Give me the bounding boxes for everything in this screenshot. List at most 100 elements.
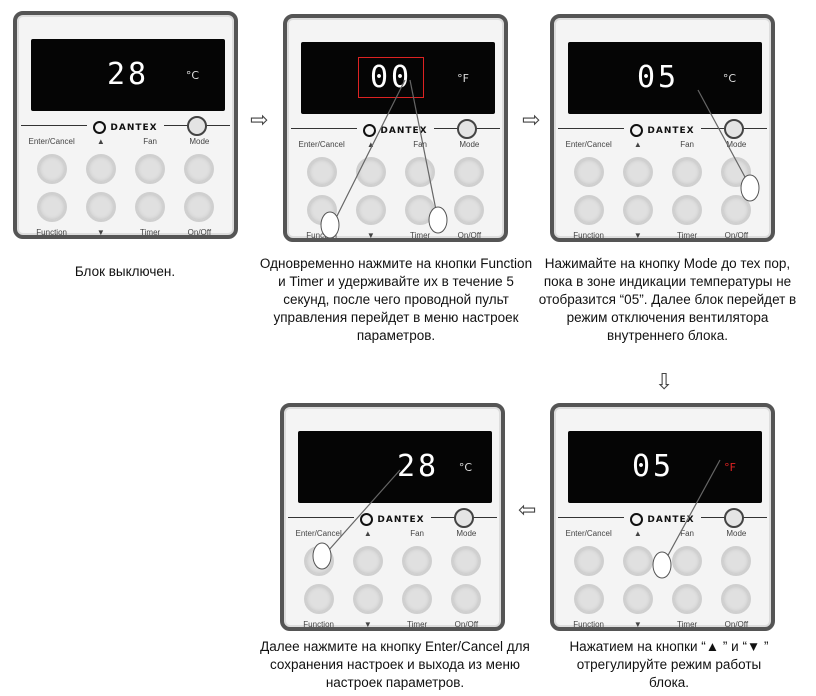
enter-cancel-button[interactable] bbox=[303, 546, 334, 576]
temperature-display: 28 bbox=[396, 449, 440, 484]
label-mode: Mode bbox=[189, 137, 210, 146]
button-grid: Enter/Cancel ▲ Fan Mode Function ▼ Timer… bbox=[297, 140, 494, 242]
label-down: ▼ bbox=[633, 231, 642, 240]
lcd-screen: 05 °F bbox=[568, 431, 762, 503]
on-off-button[interactable] bbox=[184, 192, 215, 222]
function-button[interactable] bbox=[573, 584, 604, 614]
label-on-off: On/Off bbox=[187, 228, 212, 237]
label-on-off: On/Off bbox=[454, 620, 479, 629]
arrow-left-icon: ⇦ bbox=[518, 498, 537, 523]
function-button[interactable] bbox=[36, 192, 67, 222]
down-button[interactable] bbox=[355, 195, 386, 225]
label-mode: Mode bbox=[459, 140, 480, 149]
label-fan: Fan bbox=[143, 137, 158, 146]
mode-button[interactable] bbox=[721, 546, 752, 576]
up-button[interactable] bbox=[352, 546, 383, 576]
mode-button[interactable] bbox=[454, 157, 485, 187]
temperature-display: 00 bbox=[358, 57, 424, 98]
label-enter-cancel: Enter/Cancel bbox=[295, 529, 342, 538]
unit-indicator: °F bbox=[724, 461, 736, 474]
label-enter-cancel: Enter/Cancel bbox=[298, 140, 345, 149]
up-button[interactable] bbox=[355, 157, 386, 187]
on-off-button[interactable] bbox=[451, 584, 482, 614]
label-function: Function bbox=[303, 620, 334, 629]
caption-step-2: Одновременно нажмите на кнопки Function … bbox=[259, 256, 533, 343]
lcd-screen: 28 °C bbox=[31, 39, 225, 111]
fan-button[interactable] bbox=[405, 157, 436, 187]
label-down: ▼ bbox=[633, 620, 642, 629]
fan-button[interactable] bbox=[135, 154, 166, 184]
enter-cancel-button[interactable] bbox=[573, 157, 604, 187]
mode-button[interactable] bbox=[184, 154, 215, 184]
caption-step-1: Блок выключен. bbox=[74, 264, 176, 279]
button-grid: Enter/Cancel ▲ Fan Mode Function ▼ Timer… bbox=[564, 529, 761, 631]
temperature-display: 05 bbox=[636, 60, 680, 95]
remote-panel-adjust: 05 °F DANTEX Enter/Cancel ▲ Fan Mode Fun… bbox=[550, 403, 775, 631]
remote-panel-save: 28 °C DANTEX Enter/Cancel ▲ Fan Mode Fun… bbox=[280, 403, 505, 631]
timer-button[interactable] bbox=[672, 584, 703, 614]
caption-step-3: Нажимайте на кнопку Mode до тех пор, пок… bbox=[538, 256, 797, 343]
arrow-right-icon: ⇨ bbox=[522, 108, 541, 133]
on-off-button[interactable] bbox=[721, 195, 752, 225]
mode-ring-icon bbox=[187, 116, 207, 136]
label-up: ▲ bbox=[633, 529, 642, 538]
enter-cancel-button[interactable] bbox=[36, 154, 67, 184]
remote-panel-function-timer: 00 °F DANTEX Enter/Cancel ▲ Fan Mode Fun… bbox=[283, 14, 508, 242]
arrow-right-icon: ⇨ bbox=[250, 108, 269, 133]
label-function: Function bbox=[573, 620, 604, 629]
on-off-button[interactable] bbox=[454, 195, 485, 225]
label-timer: Timer bbox=[407, 620, 428, 629]
enter-cancel-button[interactable] bbox=[306, 157, 337, 187]
function-button[interactable] bbox=[303, 584, 334, 614]
timer-button[interactable] bbox=[405, 195, 436, 225]
fan-button[interactable] bbox=[672, 546, 703, 576]
temperature-display: 28 bbox=[106, 57, 150, 92]
unit-indicator: °C bbox=[185, 69, 199, 82]
label-function: Function bbox=[36, 228, 67, 237]
mode-ring-icon bbox=[724, 508, 744, 528]
mode-ring-icon bbox=[454, 508, 474, 528]
mode-button[interactable] bbox=[721, 157, 752, 187]
button-grid: Enter/Cancel ▲ Fan Mode Function ▼ Timer… bbox=[564, 140, 761, 242]
mode-button[interactable] bbox=[451, 546, 482, 576]
label-fan: Fan bbox=[413, 140, 428, 149]
label-enter-cancel: Enter/Cancel bbox=[565, 529, 612, 538]
label-mode: Mode bbox=[726, 529, 747, 538]
function-button[interactable] bbox=[306, 195, 337, 225]
down-button[interactable] bbox=[622, 584, 653, 614]
label-enter-cancel: Enter/Cancel bbox=[565, 140, 612, 149]
label-down: ▼ bbox=[366, 231, 375, 240]
button-grid: Enter/Cancel ▲ Fan Mode Function ▼ Timer… bbox=[27, 137, 224, 239]
unit-indicator: °C bbox=[722, 72, 736, 85]
caption-step-4: Нажатием на кнопки “▲ ” и “▼ ” отрегулир… bbox=[569, 639, 769, 690]
mode-ring-icon bbox=[457, 119, 477, 139]
unit-indicator: °C bbox=[458, 461, 472, 474]
function-button[interactable] bbox=[573, 195, 604, 225]
label-function: Function bbox=[306, 231, 337, 240]
remote-panel-off: 28 °C DANTEX Enter/Cancel ▲ Fan Mode Fun… bbox=[13, 11, 238, 239]
down-button[interactable] bbox=[85, 192, 116, 222]
label-up: ▲ bbox=[96, 137, 105, 146]
up-button[interactable] bbox=[622, 546, 653, 576]
fan-button[interactable] bbox=[672, 157, 703, 187]
label-function: Function bbox=[573, 231, 604, 240]
unit-indicator: °F bbox=[457, 72, 469, 85]
lcd-screen: 28 °C bbox=[298, 431, 492, 503]
down-button[interactable] bbox=[622, 195, 653, 225]
label-up: ▲ bbox=[363, 529, 372, 538]
label-on-off: On/Off bbox=[724, 231, 749, 240]
enter-cancel-button[interactable] bbox=[573, 546, 604, 576]
timer-button[interactable] bbox=[135, 192, 166, 222]
up-button[interactable] bbox=[85, 154, 116, 184]
label-up: ▲ bbox=[633, 140, 642, 149]
up-button[interactable] bbox=[622, 157, 653, 187]
timer-button[interactable] bbox=[402, 584, 433, 614]
timer-button[interactable] bbox=[672, 195, 703, 225]
arrow-down-icon: ⇩ bbox=[655, 370, 674, 395]
label-timer: Timer bbox=[677, 620, 698, 629]
label-timer: Timer bbox=[140, 228, 161, 237]
on-off-button[interactable] bbox=[721, 584, 752, 614]
fan-button[interactable] bbox=[402, 546, 433, 576]
down-button[interactable] bbox=[352, 584, 383, 614]
label-timer: Timer bbox=[677, 231, 698, 240]
